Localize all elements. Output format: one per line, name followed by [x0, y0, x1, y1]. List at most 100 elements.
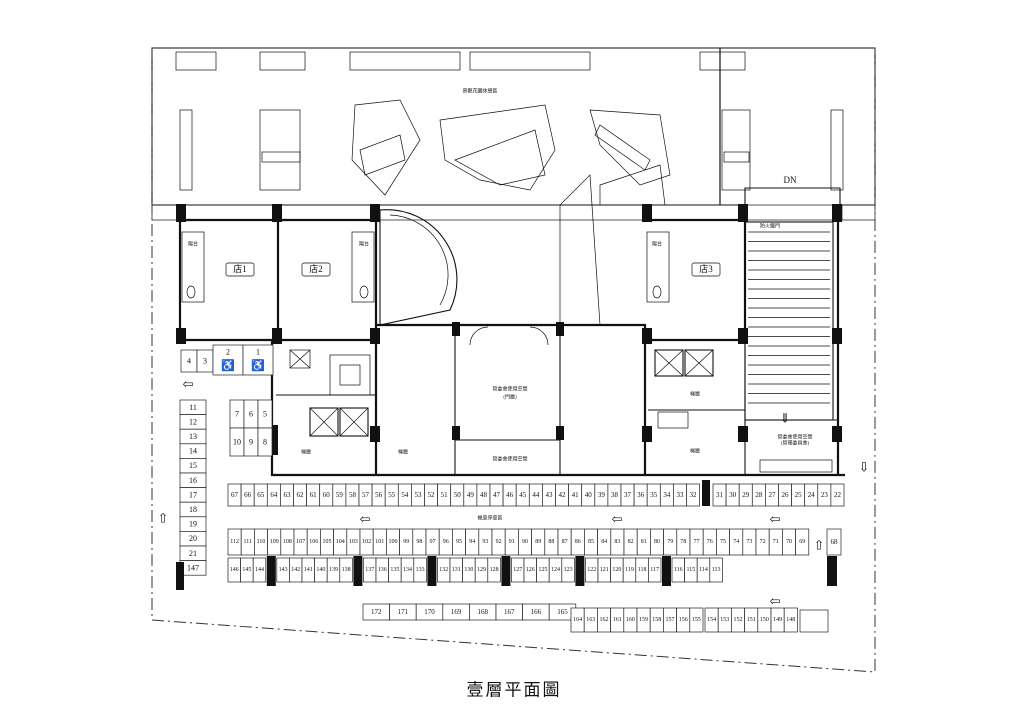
lobby-label: 管委會使用空間	[492, 386, 527, 393]
parking-slot-number: 165	[557, 608, 568, 616]
parking-slot	[648, 557, 662, 583]
parking-slot-number: 38	[611, 491, 619, 499]
parking-slot-number: 164	[573, 617, 582, 623]
parking-slot-number: 104	[336, 539, 345, 545]
structural-column	[702, 480, 710, 506]
paving-band-right	[839, 204, 876, 221]
parking-slot-number: 70	[786, 539, 792, 545]
shop-3-balcony: 陽台	[652, 241, 662, 248]
parking-slot-number: 5	[263, 410, 267, 419]
parking-slot-number: 66	[244, 491, 252, 499]
shop-2: 店2 陽台	[301, 231, 375, 303]
parking-slot-number: 12	[189, 417, 197, 426]
parking-slot-number: 107	[296, 539, 305, 545]
parking-slot-number: 160	[626, 617, 635, 623]
curved-entrance-inner	[389, 214, 449, 306]
parking-slot-number: 111	[244, 539, 253, 545]
shop-1: 店1 陽台	[181, 231, 255, 303]
accessible-parking-slot	[242, 344, 274, 376]
parking-slot-number: 116	[674, 567, 683, 573]
parking-slot-number: 80	[654, 539, 660, 545]
parking-slot-number: 170	[424, 608, 435, 616]
parking-slot-number: 35	[650, 491, 658, 499]
parking-slot-number: 62	[297, 491, 305, 499]
arrow-left-icon: ⇦	[183, 377, 194, 392]
parking-slot-number: 119	[625, 567, 634, 573]
parking-slot-number: 78	[680, 539, 686, 545]
parking-slot-number: 159	[639, 617, 648, 623]
parking-slot-number: 99	[403, 539, 409, 545]
mgmt-right-label: 管委會使用空間	[777, 434, 812, 441]
parking-slot-number: 140	[316, 567, 325, 573]
parking-slot-number: 169	[451, 608, 462, 616]
arrow-left-icon: ⇦	[612, 512, 623, 527]
parking-slot-number: 8	[263, 438, 267, 447]
parking-slot-number: 65	[257, 491, 265, 499]
parking-slot-number: 43	[545, 491, 553, 499]
stair-down-label: DN	[784, 175, 797, 185]
shop-3-label: 店3	[699, 263, 713, 274]
parking-slot-number: 44	[532, 491, 540, 499]
parking-slot-number: 63	[283, 491, 291, 499]
parking-slot-number: 68	[831, 538, 839, 546]
parking-slot-number: 51	[441, 491, 449, 499]
parking-slot-number: 139	[329, 567, 338, 573]
parking-slot-number: 146	[230, 567, 239, 573]
mgmt-lower-label: 管委會使用空間	[492, 456, 527, 463]
parking-slot-number: 166	[531, 608, 542, 616]
parking-slot-number: 85	[588, 539, 594, 545]
right-elevator-hall: 梯廳	[690, 391, 700, 398]
parking-slot-number: 126	[526, 567, 535, 573]
parking-slot-number: 171	[398, 608, 409, 616]
parking-slot-number: 37	[624, 491, 632, 499]
parking-slot-number: 31	[716, 491, 724, 499]
right-hall-2: 梯廳	[690, 448, 700, 455]
parking-slot-number: 86	[575, 539, 581, 545]
parking-slot-number: 57	[362, 491, 370, 499]
parking-slot	[709, 557, 723, 583]
parking-slot-number: 45	[519, 491, 527, 499]
parking-slot-number: 27	[768, 491, 776, 499]
structural-columns	[176, 204, 842, 455]
parking-slot-number: 144	[255, 567, 264, 573]
parking-slot-number: 88	[548, 539, 554, 545]
parking-slot-number: 32	[690, 491, 698, 499]
parking-slot-number: 3	[203, 357, 207, 366]
parking-slot-number: 152	[734, 617, 743, 623]
parking-slot-number: 121	[600, 567, 609, 573]
parking-slot-number: 19	[189, 520, 197, 529]
parking-slot-number: 18	[189, 505, 197, 514]
left-hall-2: 梯廳	[398, 449, 408, 456]
parking-slot-number: 46	[506, 491, 514, 499]
parking-slot-number: 158	[652, 617, 661, 623]
parking-slot-number: 114	[699, 567, 708, 573]
parking-slot-number: 97	[430, 539, 436, 545]
parking-slot-number: 74	[733, 539, 739, 545]
parking-slot-number: 127	[513, 567, 522, 573]
parking-slot-number: 14	[189, 447, 197, 456]
parking-slot-number: 102	[362, 539, 371, 545]
parking-slot-number: 162	[600, 617, 609, 623]
left-core: 梯廳 梯廳	[289, 349, 408, 456]
parking-slot-number: 61	[310, 491, 318, 499]
parking-slot-number: 106	[309, 539, 318, 545]
parking-slot-number: 36	[637, 491, 645, 499]
parking-slot-number: 103	[349, 539, 358, 545]
parking-slot-number: 15	[189, 461, 197, 470]
parking-slot-number: 149	[773, 617, 782, 623]
parking-slot-number: 83	[614, 539, 620, 545]
parking-slot-number: 133	[416, 567, 425, 573]
parking-slot-number: 58	[349, 491, 357, 499]
parking-slot-number: 138	[342, 567, 351, 573]
shop-3: 店3 陽台	[646, 231, 721, 303]
parking-slot-number: 112	[230, 539, 239, 545]
parking-slot-number: 13	[189, 432, 197, 441]
wheelchair-icon: ♿	[221, 359, 235, 372]
parking-slot-number: 141	[304, 567, 313, 573]
parking-slot-number: 98	[416, 539, 422, 545]
parking-slot-number: 28	[755, 491, 763, 499]
parking-slot-number: 131	[452, 567, 461, 573]
structural-column	[827, 556, 837, 586]
arrow-left-icon: ⇦	[360, 512, 371, 527]
parking-slot	[795, 528, 810, 556]
